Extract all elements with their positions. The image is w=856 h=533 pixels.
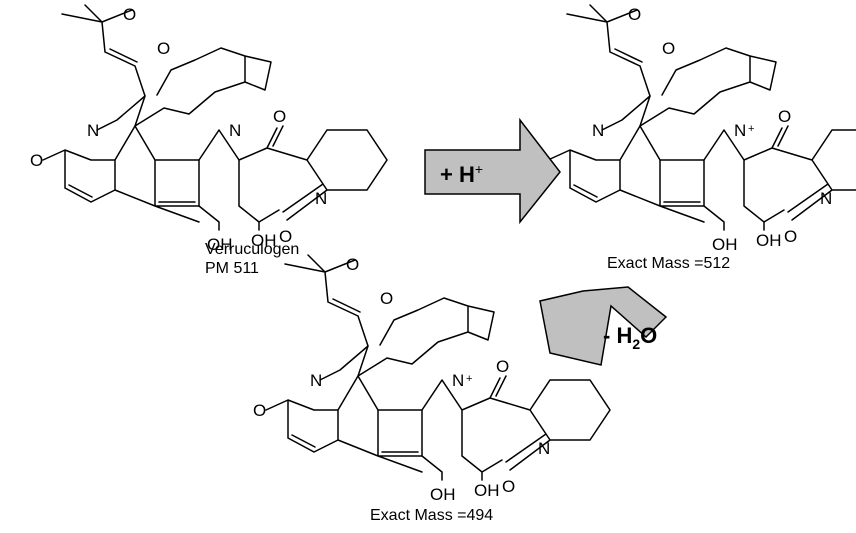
protonation-label: + H+ [440,161,483,187]
product-exact-mass: Exact Mass =494 [370,507,493,524]
intermediate-exact-mass: Exact Mass =512 [607,255,730,272]
dehydration-label: - H2O [603,323,657,352]
verruculogen-structure [29,4,388,255]
dehydration-arrow: - H2O [539,286,668,366]
protonation-arrow: + H+ [424,117,561,225]
protonated-intermediate-structure: + [534,4,856,255]
dehydrated-product-structure: + [252,254,611,505]
compound-name: Verruculogen [205,241,299,258]
iminium-positive-charge: + [466,373,472,385]
nitrogen-positive-charge: + [748,123,754,135]
compound-mass: PM 511 [205,260,259,277]
